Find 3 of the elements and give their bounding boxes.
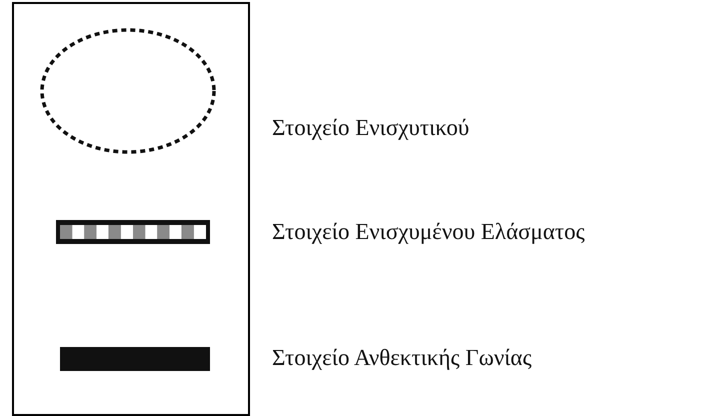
legend-label: Στοιχείο Ανθεκτικής Γωνίας — [272, 344, 532, 372]
legend-label: Στοιχείο Ενισχυτικού — [272, 114, 470, 142]
legend-label: Στοιχείο Ενισχυμένου Ελάσματος — [272, 218, 585, 246]
